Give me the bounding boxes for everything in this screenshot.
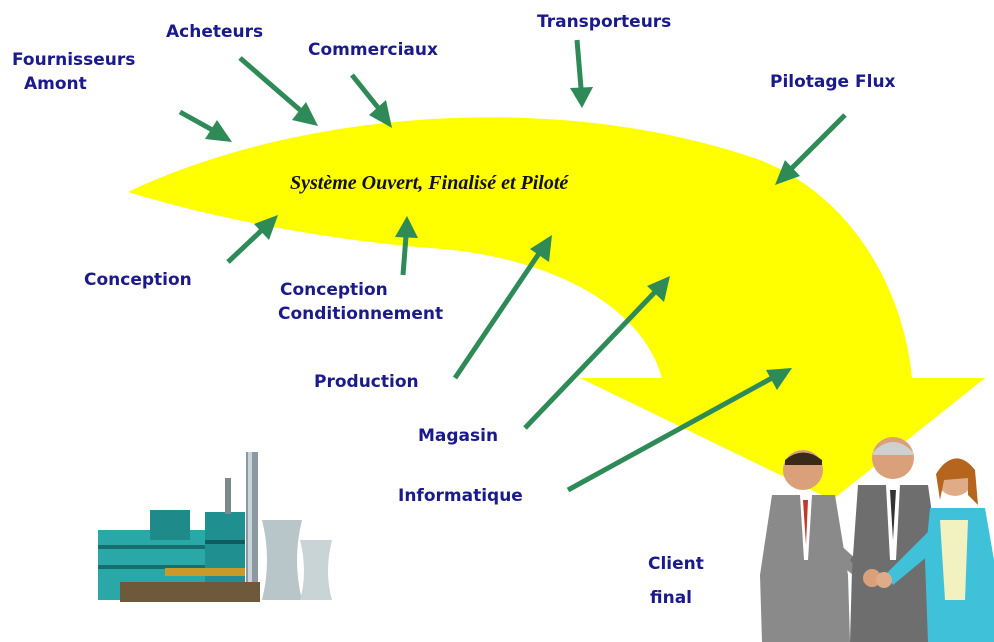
label-cc-line2: Conditionnement — [278, 304, 444, 324]
label-magasin: Magasin — [418, 426, 499, 446]
label-fournisseurs-line2: Amont — [24, 74, 87, 94]
label-conception-conditionnement: Conception Conditionnement — [278, 278, 443, 326]
arrow-fournisseurs — [178, 109, 232, 142]
handshake-people-icon — [760, 437, 994, 642]
arrow-pilotage — [775, 113, 847, 185]
arrow-magasin — [523, 276, 670, 430]
arrow-production — [452, 235, 552, 380]
label-client-line2: final — [650, 588, 693, 608]
label-client-line1: Client — [648, 554, 704, 574]
label-pilotage-flux: Pilotage Flux — [770, 72, 896, 92]
label-informatique: Informatique — [398, 486, 523, 506]
arrow-conditionnement — [395, 216, 418, 276]
label-fournisseurs: Fournisseurs Amont — [12, 48, 135, 96]
label-production: Production — [314, 372, 419, 392]
label-transporteurs: Transporteurs — [537, 12, 672, 32]
diagram-title: Système Ouvert, Finalisé et Piloté — [290, 172, 569, 194]
arrow-transporteurs — [570, 39, 593, 108]
factory-icon — [98, 452, 332, 602]
label-conception: Conception — [84, 270, 192, 290]
arrow-informatique — [566, 368, 792, 493]
label-commerciaux: Commerciaux — [308, 40, 438, 60]
arrow-conception — [226, 215, 278, 264]
arrow-acheteurs — [238, 56, 318, 126]
arrow-commerciaux — [350, 73, 392, 128]
label-client-final: Client final — [648, 552, 704, 610]
influence-arrows — [178, 39, 847, 493]
flow-arrow-shape — [128, 117, 985, 500]
label-cc-line1: Conception — [280, 280, 388, 300]
label-acheteurs: Acheteurs — [166, 22, 264, 42]
label-fournisseurs-line1: Fournisseurs — [12, 50, 136, 70]
